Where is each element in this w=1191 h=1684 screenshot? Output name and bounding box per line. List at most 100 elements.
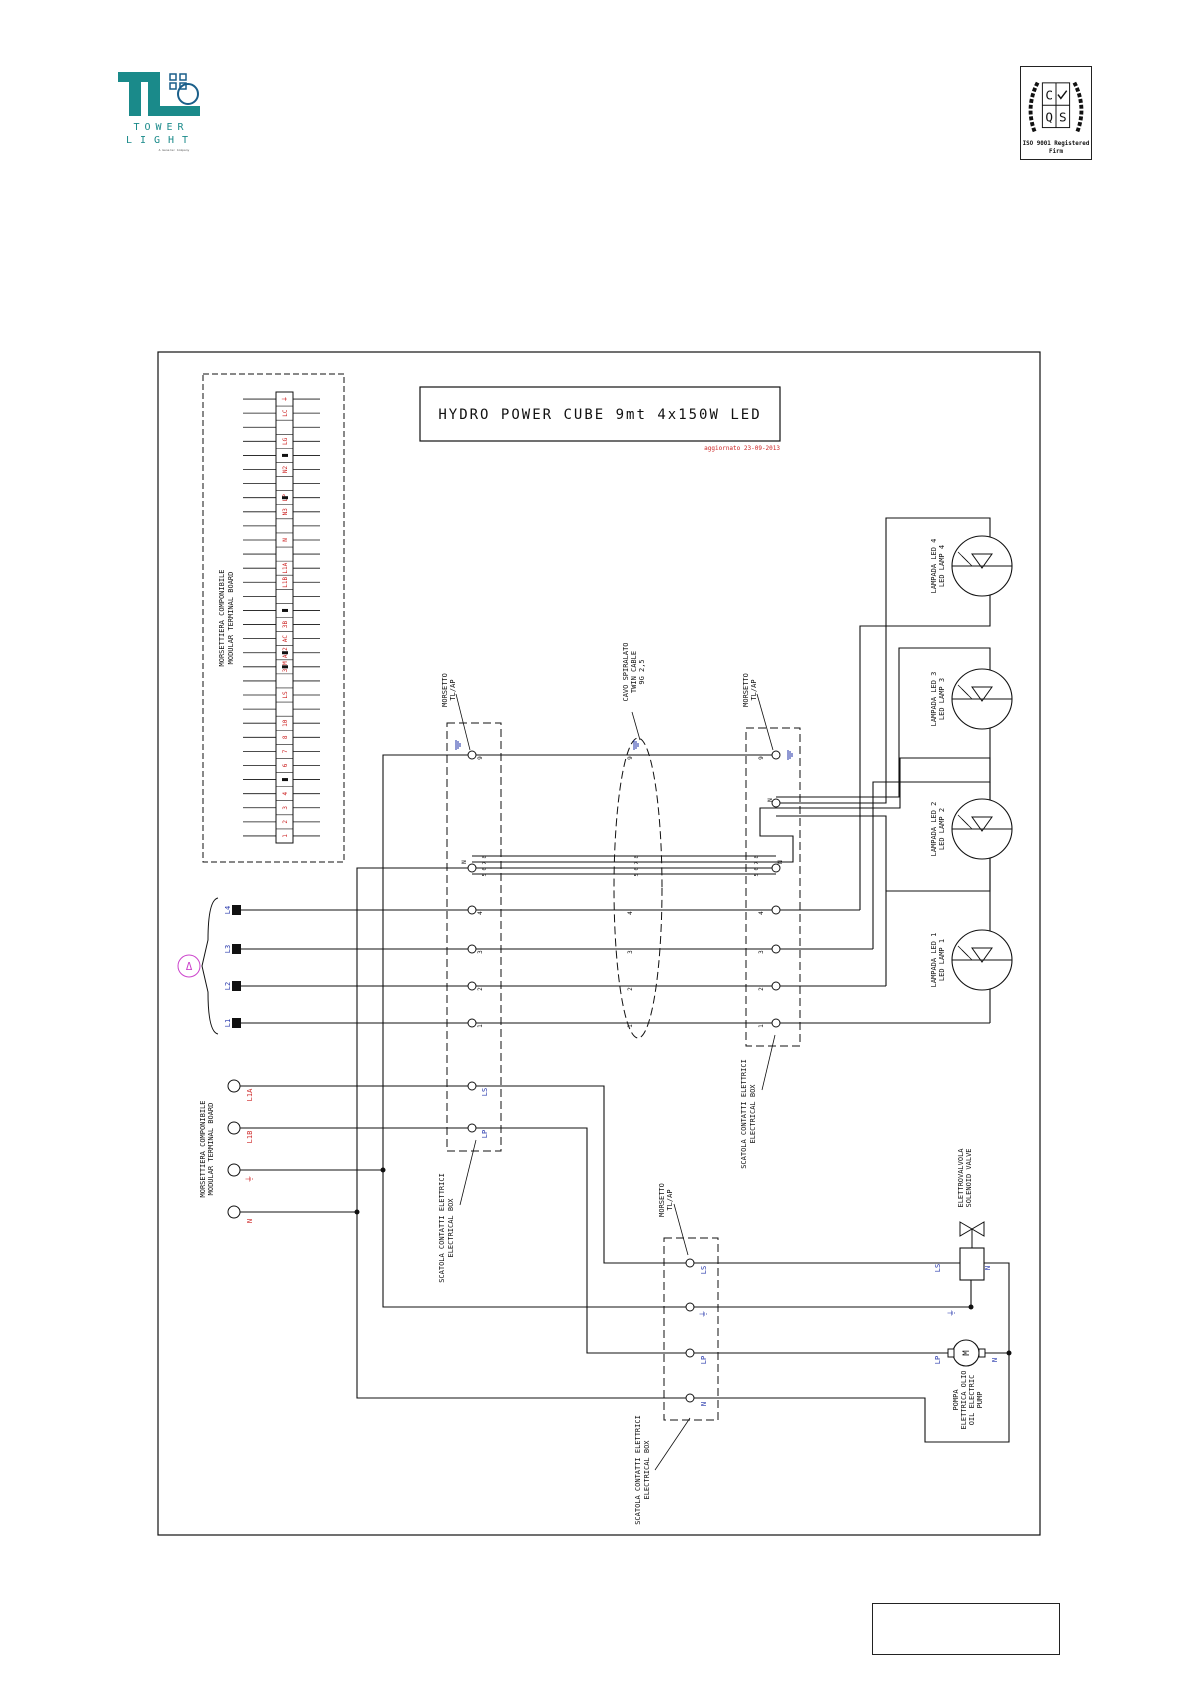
bundle-number: 8	[634, 855, 640, 858]
revision-date: aggiornato 23-09-2013	[704, 445, 780, 452]
delta-symbol: Δ	[186, 960, 193, 973]
terminal-strip-rows: ⏚LCLGN2LPN3NL1AL1B3BACAC23CMLS1087654321	[243, 396, 320, 844]
terminal-number: 1	[477, 1024, 484, 1028]
lamp-label-en: LED LAMP 4	[938, 545, 946, 587]
pump-label-en: OIL ELECTRIC	[968, 1375, 976, 1426]
solenoid-ls-label: LS	[934, 1264, 942, 1272]
terminal-strip-cell: ⏚	[282, 396, 289, 402]
electrical-box-left	[446, 722, 502, 1152]
box-right-caption-it: SCATOLA CONTATTI ELETTRICI	[740, 1059, 748, 1169]
pump-lp-label: LP	[934, 1356, 942, 1364]
terminal-strip-cell: 10	[282, 719, 289, 727]
terminal-number: 9	[477, 756, 484, 760]
cert-letter-s: S	[1059, 110, 1067, 125]
terminal-number: 9	[758, 756, 765, 760]
logo-tagline: A Generac Company	[159, 148, 190, 152]
cable-label-en: TWIN CABLE	[630, 651, 638, 693]
box-bottom-caption-it: SCATOLA CONTATTI ELETTRICI	[634, 1415, 642, 1525]
cert-letter-q: Q	[1045, 110, 1053, 125]
terminal-n-label: N	[246, 1219, 254, 1223]
logo-word-tower: TOWER	[133, 122, 188, 133]
box-right-title-it: MORSETTO	[742, 673, 750, 707]
supply-label-l1: L1	[224, 1019, 232, 1027]
box-right-caption-en: ELECTRICAL BOX	[749, 1084, 757, 1144]
terminal-strip-cell: L1A	[282, 562, 289, 573]
terminal-strip-cell: 3	[282, 806, 289, 810]
terminal-board-bottom-label-en: MODULAR TERMINAL BOARD	[207, 1103, 215, 1196]
terminal-strip-cell: LS	[282, 691, 289, 699]
pump-label-it: POMPA	[952, 1389, 960, 1411]
cert-text-line1: ISO 9001 Registered	[1023, 141, 1090, 147]
terminal-number: 9	[627, 756, 634, 760]
box-left-caption-it: SCATOLA CONTATTI ELETTRICI	[438, 1173, 446, 1283]
box-bottom-terminal-n: N	[700, 1402, 708, 1406]
bundle-number: 7	[634, 861, 640, 864]
box-left-caption-en: ELECTRICAL BOX	[447, 1198, 455, 1258]
bundle-number: 5	[482, 873, 488, 876]
box-left-title-it: MORSETTO	[441, 673, 449, 707]
logo-word-light: LIGHT	[126, 135, 196, 146]
cert-text-line2: Firm	[1049, 149, 1064, 155]
terminal-strip-cell: 1	[282, 834, 289, 838]
bundle-number: 8	[754, 855, 760, 858]
terminal-strip-cell: 3B	[282, 621, 289, 629]
terminal-l1b-label: L1B	[246, 1131, 254, 1144]
iso-certification-badge: C Q S ISO 9001 Registered Firm	[1020, 66, 1092, 160]
box-bottom-title-it: MORSETTO	[658, 1183, 666, 1217]
terminal-strip-cell: 2	[282, 820, 289, 824]
diagram-title: HYDRO POWER CUBE 9mt 4x150W LED	[438, 407, 761, 423]
lamp-label-it: LAMPADA LED 4	[930, 539, 938, 594]
checkmark-icon	[1057, 90, 1068, 100]
terminal-number: 2	[477, 987, 484, 991]
terminal-l1a-label: L1A	[246, 1088, 254, 1101]
bundle-number: 5	[754, 873, 760, 876]
terminal-strip-cell: 7	[282, 749, 289, 753]
terminal-number: 3	[477, 950, 484, 954]
solenoid-coil	[959, 1247, 985, 1281]
lamp-label-en: LED LAMP 2	[938, 808, 946, 850]
valve-icon	[959, 1221, 985, 1237]
drawing-frame	[157, 351, 1041, 1536]
terminal-number: 1	[758, 1024, 765, 1028]
terminal-number: 1	[627, 1024, 634, 1028]
box-left-title-en: TL/AP	[449, 679, 457, 700]
neutral-label: N	[461, 860, 468, 864]
terminal-points	[227, 750, 781, 1403]
terminal-strip-cell: LG	[282, 437, 289, 445]
solenoid-n-label: N	[984, 1266, 992, 1270]
bundle-number: 7	[482, 861, 488, 864]
terminal-strip-cell: AC	[282, 635, 289, 643]
pump-label-it2: ELETTRICA OLIO	[960, 1370, 968, 1429]
electrical-box-bottom	[663, 1237, 719, 1421]
bundle-number: 7	[754, 861, 760, 864]
lamp-label-en: LED LAMP 3	[938, 678, 946, 720]
terminal-strip-cell: N	[282, 538, 289, 542]
terminal-number: 3	[758, 950, 765, 954]
terminal-strip-cell: 6	[282, 763, 289, 767]
pump-motor-symbol: M	[962, 1350, 972, 1356]
cable-label-it: CAVO SPIRALATO	[622, 642, 630, 701]
bundle-number: 8	[482, 855, 488, 858]
box-bottom-title-en: TL/AP	[666, 1189, 674, 1210]
terminal-board-top	[202, 373, 345, 863]
bundle-number: 6	[754, 867, 760, 870]
page-number-box	[872, 1603, 1060, 1655]
terminal-number: 3	[627, 950, 634, 954]
box-right-title-en: TL/AP	[750, 679, 758, 700]
box-bottom-terminal-ls: LS	[700, 1266, 708, 1274]
supply-label-l3: L3	[224, 945, 232, 953]
supply-brace	[201, 897, 219, 1035]
title-block	[419, 386, 781, 442]
solenoid-label-en: SOLENOID VALVE	[965, 1148, 973, 1207]
terminal-ground-label: ⏚	[245, 1175, 254, 1183]
terminal-strip-cell: N3	[282, 508, 289, 516]
supply-label-l2: L2	[224, 982, 232, 990]
ground-icon	[633, 739, 639, 751]
supply-plugs	[232, 905, 241, 1028]
bundle-number: 6	[634, 867, 640, 870]
tower-light-logo: TOWER LIGHT A Generac Company	[118, 72, 200, 152]
pump-n-label: N	[991, 1358, 999, 1362]
solenoid-ground-label: ⏚	[947, 1309, 956, 1317]
